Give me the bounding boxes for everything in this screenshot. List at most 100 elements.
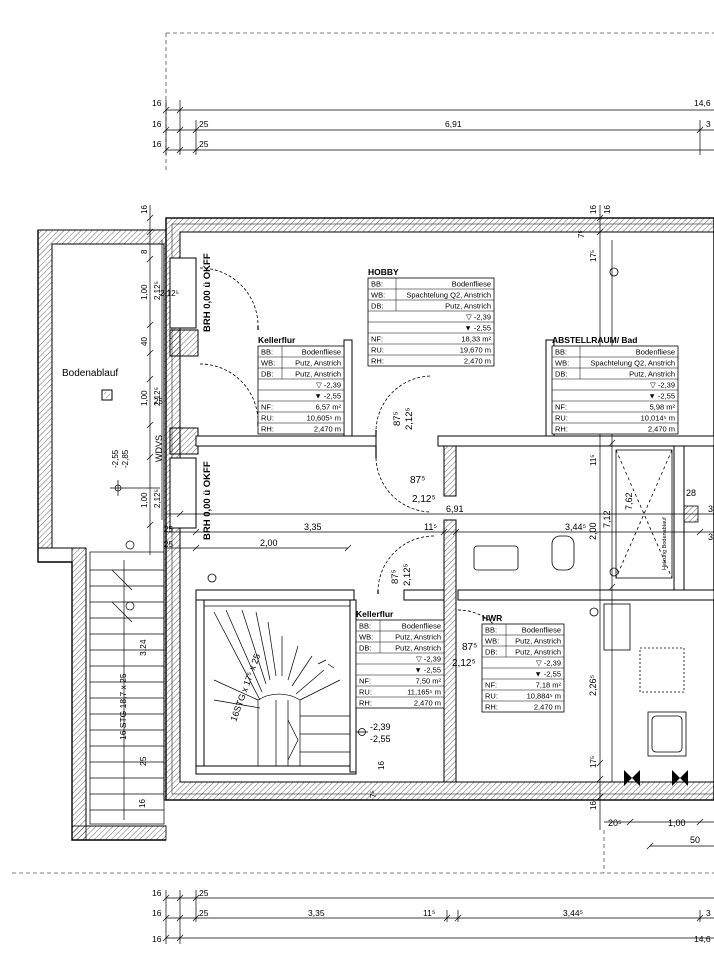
room-tag-key: DB: (359, 644, 372, 653)
room-tag-value: Putz, Anstrich (445, 302, 491, 311)
stair-level-a: -2,39 (370, 722, 391, 732)
room-name: ABSTELLRAUM/ Bad (552, 335, 637, 345)
stair-dim-324: 3,24 (138, 639, 148, 656)
room-tag-value: ▼ -2,55 (414, 666, 441, 675)
dim-bottom-row1-left: 16 (152, 888, 162, 898)
inner-dim-200: 2,00 (260, 538, 278, 548)
dim-top-row2-right: 3 (706, 119, 711, 129)
room-tag-key: RU: (261, 414, 274, 423)
brh-label-2: BRH 0,00 ü OKFF (202, 461, 213, 540)
room-tag-value: 7,18 m² (536, 681, 562, 690)
room-tag-value: 2,470 m (314, 425, 341, 434)
room-tag-key: BB: (261, 348, 273, 357)
dim-bottom-row2-a: 3,35 (308, 908, 325, 918)
walls (165, 217, 714, 801)
left-dim-100a: 1,00 (140, 284, 149, 300)
dim-bottom-row2-c: 3,44⁵ (563, 908, 583, 918)
room-tag-key: WB: (261, 359, 275, 368)
room-tag-key: RU: (359, 688, 372, 697)
room-tag-key: RU: (371, 346, 384, 355)
dim-top-row3-seg1: 25 (199, 139, 209, 149)
room-tag-value: 10,884⁵ m (527, 692, 561, 701)
room-tag-key: BB: (555, 348, 567, 357)
v-dim-712: 7,12 (602, 510, 612, 528)
left-dimension-lines (110, 205, 163, 555)
room-tag-value: 2,470 m (534, 703, 561, 712)
dim-top-row3-left: 16 (152, 139, 162, 149)
left-dim-100b: 1,00 (140, 390, 149, 406)
room-tag-value: Bodenfliese (636, 348, 675, 357)
left-level-285: -2,85 (121, 449, 130, 468)
room-tag-value: Putz, Anstrich (295, 359, 341, 368)
room-name: Kellerflur (258, 335, 296, 345)
left-dim-2125c: 2,12⁵ (153, 489, 162, 508)
v-dim-16d: 16 (138, 799, 147, 808)
room-tag-value: Putz, Anstrich (515, 648, 561, 657)
room-tag-key: NF: (261, 403, 273, 412)
room-tag-key: RH: (485, 703, 498, 712)
room-tag-value: 2,470 m (648, 425, 675, 434)
inner-dim-3445: 3,44⁵ (565, 522, 587, 532)
door3-height: 2,12⁵ (402, 564, 413, 586)
v-dim-28: 28 (686, 488, 696, 498)
exterior-stair (89, 540, 165, 825)
inner-dim-25: 25 (164, 540, 173, 549)
v-dim-175a: 17⁵ (589, 250, 598, 262)
room-tag-key: RH: (359, 699, 372, 708)
room-tag-key: RH: (555, 425, 568, 434)
bottom-dimension-lines (162, 890, 714, 944)
v-dim-3a: 3 (708, 504, 713, 514)
room-tag-value: Spachtelung Q2, Anstrich (590, 359, 675, 368)
door2-width: 87⁵ (410, 475, 425, 486)
room-tag-key: RH: (371, 357, 384, 366)
left-dim-2125a: 2,12⁵ (153, 281, 162, 300)
room-tag-key: WB: (359, 633, 373, 642)
room-tag-key: BB: (371, 280, 383, 289)
v-dim-762: 7,62 (624, 492, 634, 510)
room-name: HOBBY (368, 267, 399, 277)
door1-width: 87⁵ (392, 411, 403, 426)
left-dim-25a: 25 (154, 397, 163, 406)
bodenablauf-label: Bodenablauf (62, 368, 118, 379)
left-dim-40: 40 (140, 337, 149, 346)
room-tag-key: WB: (485, 637, 499, 646)
room-tag-key: RU: (485, 692, 498, 701)
v-dim-175b: 17⁵ (589, 756, 598, 768)
door4-height: 2,12⁵ (452, 658, 476, 669)
room-tag-key: WB: (371, 291, 385, 300)
room-tag-value: Putz, Anstrich (629, 370, 675, 379)
inner-dim-115: 11⁵ (424, 522, 437, 532)
room-tag-value: 11,165⁵ m (407, 688, 441, 697)
door4-width: 87⁵ (462, 642, 477, 653)
sanitary-fixtures (207, 267, 699, 757)
dim-bottom-row2-b: 11⁵ (423, 908, 435, 918)
dim-top-row2-room: 6,91 (445, 119, 462, 129)
room-tag-key: WB: (555, 359, 569, 368)
room-name: Kellerflur (356, 609, 394, 619)
dim-bottom-row1-seg1: 25 (199, 888, 209, 898)
wdvs-label: WDVS (154, 435, 164, 462)
stair-dim-25: 25 (138, 756, 148, 766)
interior-stair-label: 16STG x 17⁵ x 25 (228, 652, 262, 722)
room-tag-key: DB: (485, 648, 498, 657)
room-tag-value: Bodenfliese (522, 626, 561, 635)
room-tag-value: 19,670 m (460, 346, 491, 355)
room-tag-value: 5,98 m² (650, 403, 676, 412)
b-dim-100: 1,00 (668, 818, 686, 828)
v-dim-16c: 16 (589, 801, 598, 810)
left-dim-16: 16 (140, 205, 149, 214)
dim-top-row2-seg1: 25 (199, 119, 209, 129)
room-tag-value: Putz, Anstrich (295, 370, 341, 379)
dim-bottom-row3-total: 14,6 (694, 934, 711, 944)
dim-bottom-row2-right: 3 (706, 908, 711, 918)
room-tag-value: 2,470 m (414, 699, 441, 708)
room-tag-key: RH: (261, 425, 274, 434)
room-tag-value: ▽ -2,39 (650, 381, 675, 390)
v-dim-2265: 2,26⁵ (588, 674, 598, 696)
room-tag-key: DB: (261, 370, 274, 379)
inner-dim-335: 3,35 (304, 522, 322, 532)
